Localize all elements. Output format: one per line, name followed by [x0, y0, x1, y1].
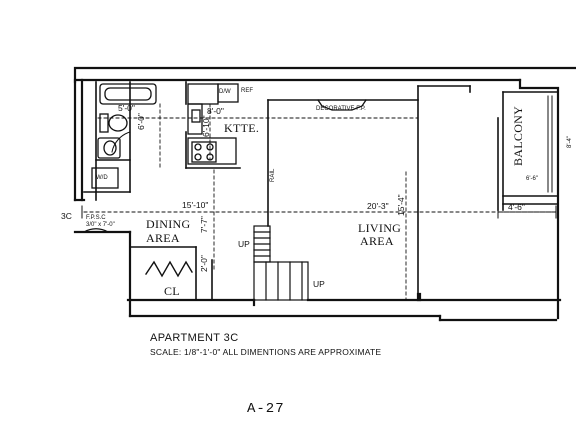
dishwasher-label: D/W	[219, 89, 231, 95]
living-label-line1: LIVING	[358, 221, 402, 235]
entry-door	[83, 228, 109, 233]
living-label-line2: AREA	[360, 234, 394, 248]
unit-marker: 3C	[61, 211, 72, 221]
stair-up-label-2: UP	[313, 279, 325, 289]
toilet	[99, 113, 128, 133]
refrigerator-label: REF	[241, 88, 253, 94]
bath-depth-dim: 6'-0"	[136, 113, 146, 130]
door-note-line1: F.P.S.C	[86, 215, 106, 221]
exterior-walls	[73, 66, 576, 322]
living-width-dim: 20'-3"	[367, 201, 389, 211]
stair-up-label-1: UP	[238, 239, 250, 249]
closet-bifold-door	[145, 260, 193, 278]
washer-dryer	[91, 167, 119, 189]
balcony-width-dim: 4'-6"	[508, 202, 525, 212]
washer-dryer-label: W/D	[96, 175, 108, 181]
balcony-railing	[547, 95, 553, 193]
dining-label-line2: AREA	[146, 231, 180, 245]
interior-walls	[83, 81, 559, 301]
bathtub	[99, 83, 157, 105]
edge-dimension-mark: 8'-4"	[567, 136, 573, 148]
closet-depth-dim: 2'-0"	[199, 255, 209, 272]
stair-up-lower	[253, 261, 309, 301]
page-number: A-27	[247, 401, 285, 417]
door-note-line2: 3/0" x 7'-0"	[86, 222, 115, 228]
closet-label: CL	[164, 284, 180, 298]
dimension-lines	[83, 103, 557, 301]
plan-scale-note: SCALE: 1/8"-1'-0" ALL DIMENTIONS ARE APP…	[150, 347, 382, 357]
kitchen-counter	[187, 83, 239, 165]
kitchen-width-dim: 8'-0"	[207, 106, 224, 116]
dining-depth-dim: 7'-7"	[199, 216, 209, 233]
fireplace-label: DECORATIVE F.P.	[316, 106, 366, 112]
stair-up-upper	[253, 225, 271, 263]
kitchen-depth-dim: 6'-10"	[201, 115, 211, 137]
bathroom-sink	[97, 137, 121, 159]
dining-width-dim: 15'-10"	[182, 200, 209, 210]
decorative-fireplace	[317, 99, 367, 111]
railing-label: RAIL	[270, 168, 276, 182]
living-depth-dim: 15'-4"	[396, 194, 406, 216]
bath-width-dim: 5'-0"	[118, 103, 135, 113]
kitchen-label: KTTE.	[224, 121, 260, 135]
plan-title: APARTMENT 3C	[150, 332, 239, 344]
balcony-label: BALCONY	[511, 105, 525, 166]
balcony-depth-dim: 6'-6"	[526, 176, 538, 182]
bath-door	[107, 131, 131, 193]
dining-label-line1: DINING	[146, 217, 191, 231]
